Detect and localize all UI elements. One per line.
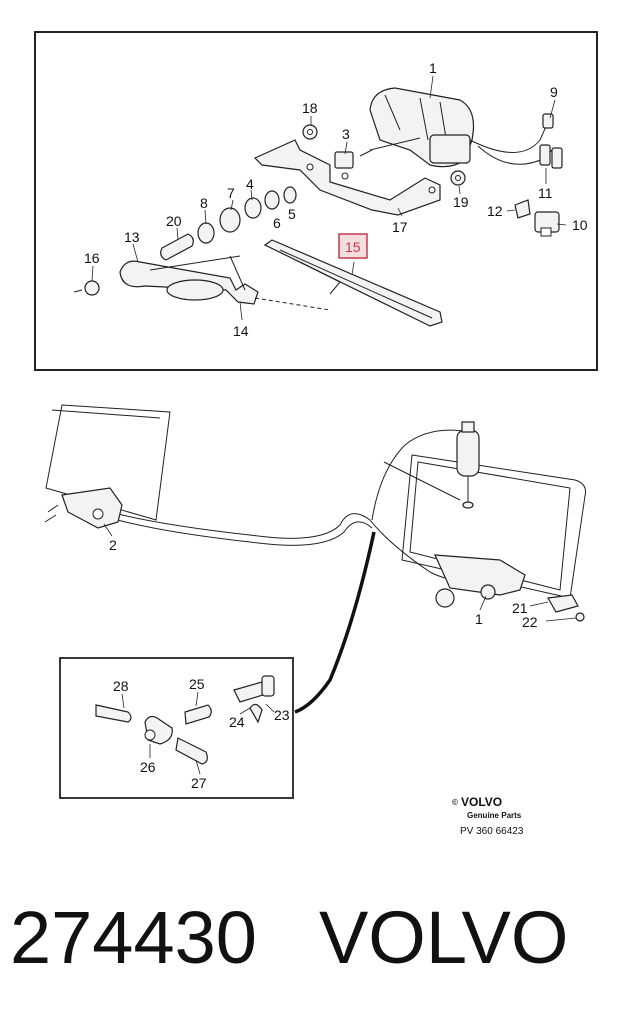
callout-20: 20 — [166, 213, 182, 229]
washer-hose — [109, 511, 481, 581]
callout-26: 26 — [140, 759, 156, 775]
genuine-parts-text: Genuine Parts — [467, 811, 522, 820]
callout-13: 13 — [124, 229, 140, 245]
callout-19: 19 — [453, 194, 469, 210]
top-panel-frame — [34, 31, 598, 371]
leader-lines-mid — [103, 523, 577, 622]
part-caption: 274430 VOLVO — [10, 888, 610, 988]
callout-10: 10 — [572, 217, 588, 233]
callout-15-highlight — [338, 233, 368, 259]
leader-lines-top — [91, 75, 567, 321]
wiper-motor — [359, 87, 475, 168]
wiper-blade — [263, 239, 443, 327]
copyright-symbol: © — [452, 798, 458, 807]
parts-diagram: 1 9 18 3 4 7 8 20 6 5 11 19 12 10 17 13 … — [34, 31, 598, 837]
callout-12: 12 — [487, 203, 503, 219]
callout-25: 25 — [189, 676, 205, 692]
callout-17: 17 — [392, 219, 408, 235]
callout-8: 8 — [200, 195, 208, 211]
front-motor-group — [44, 487, 123, 529]
mounting-bracket — [253, 139, 441, 216]
callout-5: 5 — [288, 206, 296, 222]
nut-18 — [302, 124, 318, 140]
wiring-harness — [469, 113, 563, 169]
callout-18: 18 — [302, 100, 318, 116]
callout-9: 9 — [550, 84, 558, 100]
callout-2: 2 — [109, 537, 117, 553]
callout-4: 4 — [246, 176, 254, 192]
diagram-reference: PV 360 66423 — [460, 826, 524, 837]
callout-16: 16 — [84, 250, 100, 266]
nut-19 — [450, 170, 466, 186]
callout-24: 24 — [229, 714, 245, 730]
connector-10 — [534, 211, 560, 237]
callout-23: 23 — [274, 707, 290, 723]
washer-3 — [334, 151, 354, 169]
callout-1-top: 1 — [429, 60, 437, 76]
callout-7: 7 — [227, 185, 235, 201]
inset-connector — [294, 531, 376, 714]
wiper-arm — [73, 255, 331, 311]
callout-3: 3 — [342, 126, 350, 142]
spindle-parts — [160, 186, 297, 261]
callout-28: 28 — [113, 678, 129, 694]
rear-window-outline — [401, 454, 586, 599]
callout-21: 21 — [512, 600, 528, 616]
volvo-logo-text: VOLVO — [461, 795, 502, 809]
callout-22: 22 — [522, 614, 538, 630]
washer-pump — [456, 421, 480, 509]
inset-parts — [95, 675, 275, 765]
callout-27: 27 — [191, 775, 207, 791]
callout-14: 14 — [233, 323, 249, 339]
tailgate-outline — [45, 404, 171, 521]
callout-15: 15 — [345, 239, 361, 255]
callout-6: 6 — [273, 215, 281, 231]
leader-lines-inset — [121, 691, 275, 775]
inset-frame — [59, 657, 294, 799]
caption-brand: VOLVO — [318, 896, 569, 979]
part-number: 274430 — [10, 896, 257, 979]
callout-1-mid: 1 — [475, 611, 483, 627]
connector-12 — [514, 199, 531, 219]
callout-11: 11 — [538, 185, 553, 201]
rear-motor-group — [434, 554, 585, 622]
